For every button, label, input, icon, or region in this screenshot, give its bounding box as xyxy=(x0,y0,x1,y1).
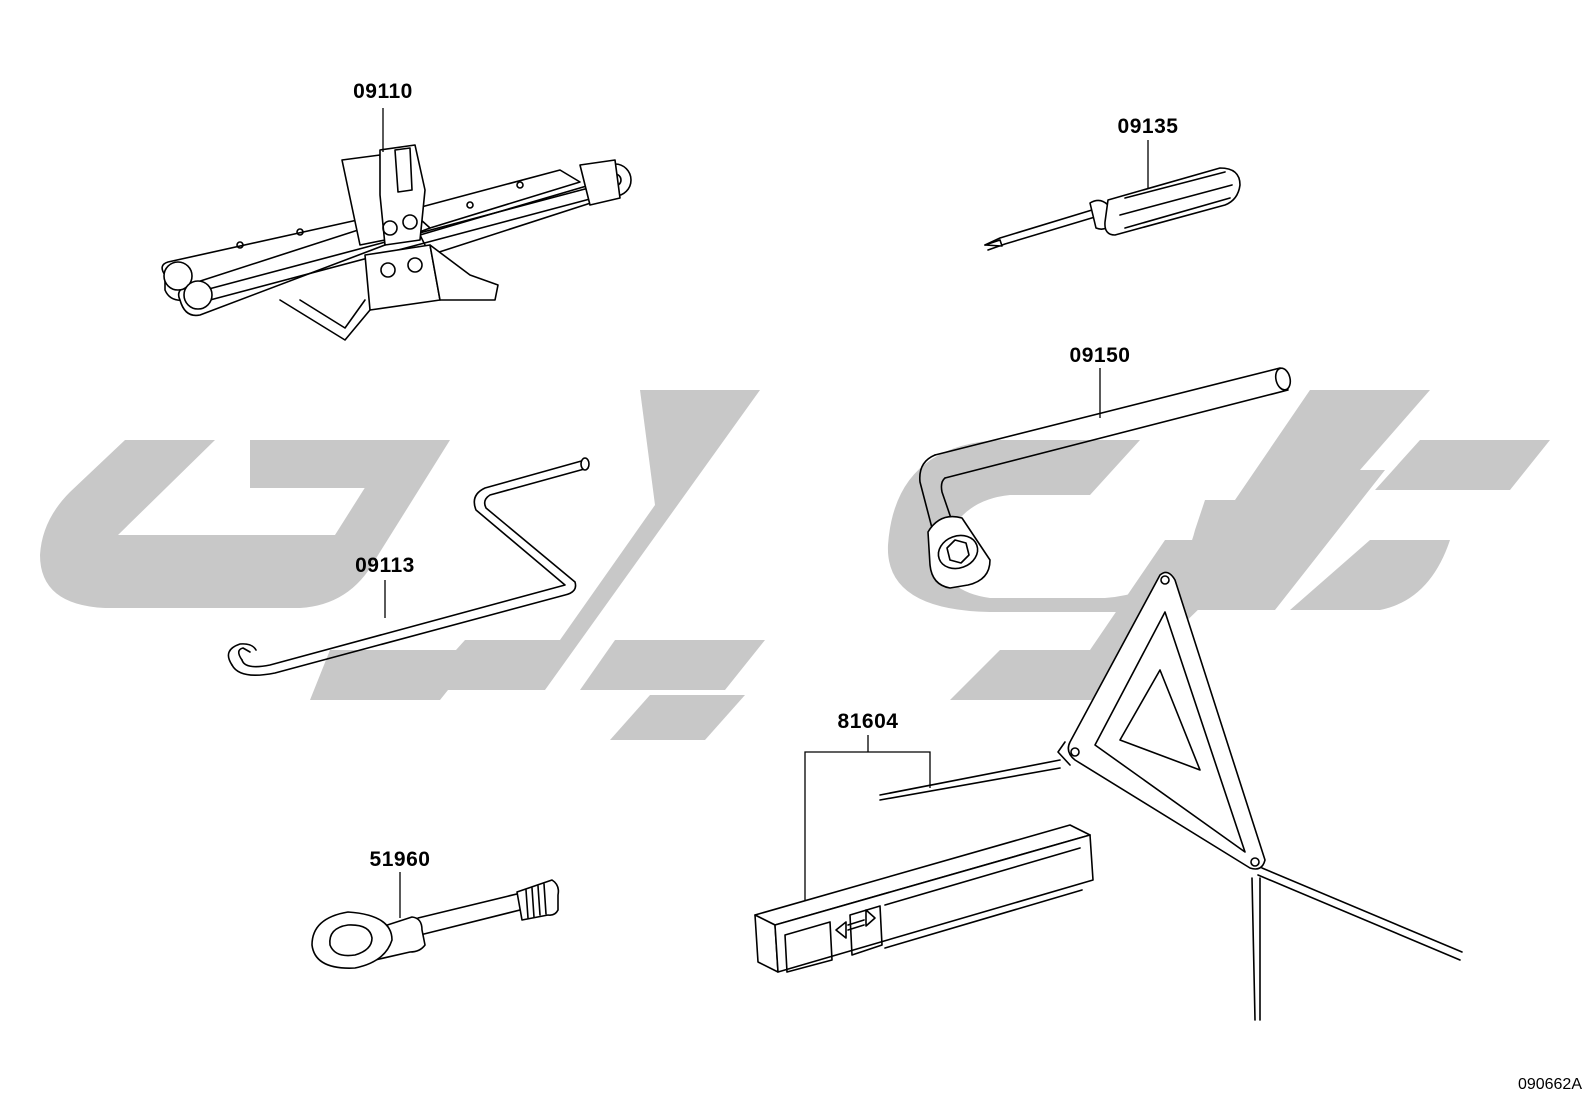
jack-drawing[interactable] xyxy=(161,144,632,341)
towing-eye-drawing[interactable] xyxy=(311,879,560,969)
screwdriver-drawing[interactable] xyxy=(984,167,1241,251)
part-label-81604: 81604 xyxy=(838,710,899,733)
part-label-09150: 09150 xyxy=(1070,344,1131,367)
watermark-logo xyxy=(40,390,1550,740)
jack-handle-drawing[interactable] xyxy=(227,457,590,676)
diagram-code: 090662A xyxy=(1518,1076,1582,1093)
part-label-09135: 09135 xyxy=(1118,115,1179,138)
wheel-wrench-drawing[interactable] xyxy=(918,367,1293,589)
part-label-51960: 51960 xyxy=(370,848,431,871)
part-label-09110: 09110 xyxy=(353,80,413,103)
part-label-09113: 09113 xyxy=(355,554,415,577)
warning-triangle-drawing[interactable] xyxy=(754,571,1463,1021)
